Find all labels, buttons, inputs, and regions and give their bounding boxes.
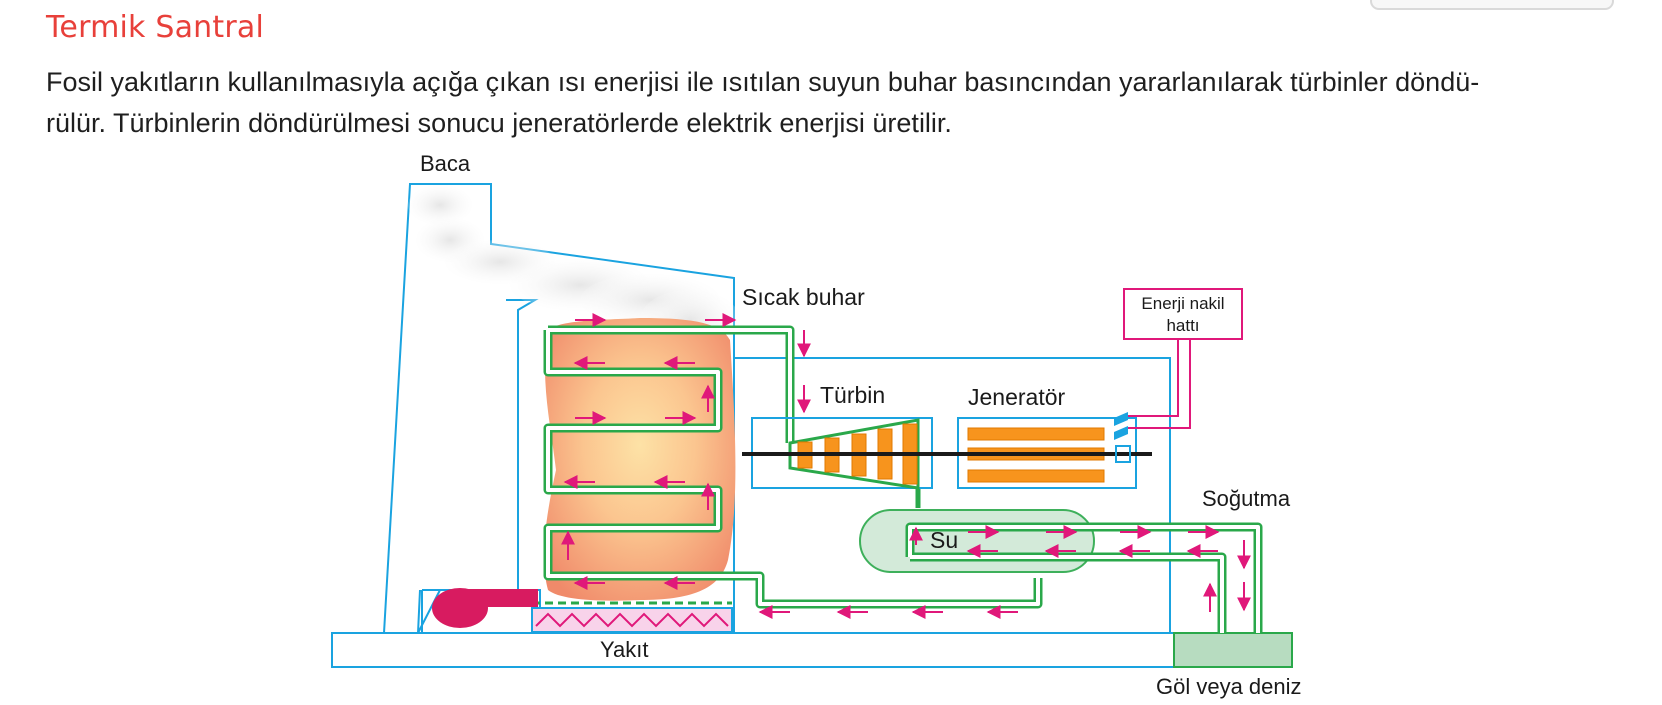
steam-pipe-inner (546, 328, 1040, 606)
flow-arrows (561, 313, 1251, 619)
water-tank (859, 509, 1095, 573)
chimney-outline (383, 183, 735, 634)
paragraph-line-1: Fosil yakıtların kullanılmasıyla açığa ç… (46, 67, 1480, 97)
description-paragraph: Fosil yakıtların kullanılmasıyla açığa ç… (46, 62, 1626, 144)
top-scroll-tab (1370, 0, 1614, 10)
label-power-line-1: Enerji nakil (1141, 294, 1224, 313)
fuel-zigzag (535, 612, 729, 628)
power-line-box (1123, 288, 1243, 340)
inner-wall (506, 299, 539, 590)
building-outline (734, 357, 1171, 633)
shaft-end (1115, 445, 1131, 463)
label-water: Su (930, 527, 958, 553)
label-fuel: Yakıt (600, 637, 649, 662)
fuel-bed (531, 607, 733, 633)
lake-block (1173, 632, 1293, 668)
power-line-wires (1128, 338, 1191, 429)
label-turbine: Türbin (820, 382, 885, 408)
furnace-fire (544, 318, 736, 601)
label-hot-steam: Sıcak buhar (742, 284, 865, 310)
page-title: Termik Santral (46, 10, 265, 45)
generator-terminals (1114, 412, 1128, 440)
label-lake-or-sea: Göl veya deniz (1156, 674, 1302, 699)
label-cooling: Soğutma (1202, 486, 1291, 511)
label-generator: Jeneratör (968, 384, 1066, 410)
plant-base (331, 632, 1175, 668)
label-chimney: Baca (420, 151, 471, 176)
paragraph-line-2: rülür. Türbinlerin döndürülmesi sonucu j… (46, 108, 952, 138)
air-fan (432, 588, 538, 628)
label-power-line-2: hattı (1166, 316, 1199, 335)
